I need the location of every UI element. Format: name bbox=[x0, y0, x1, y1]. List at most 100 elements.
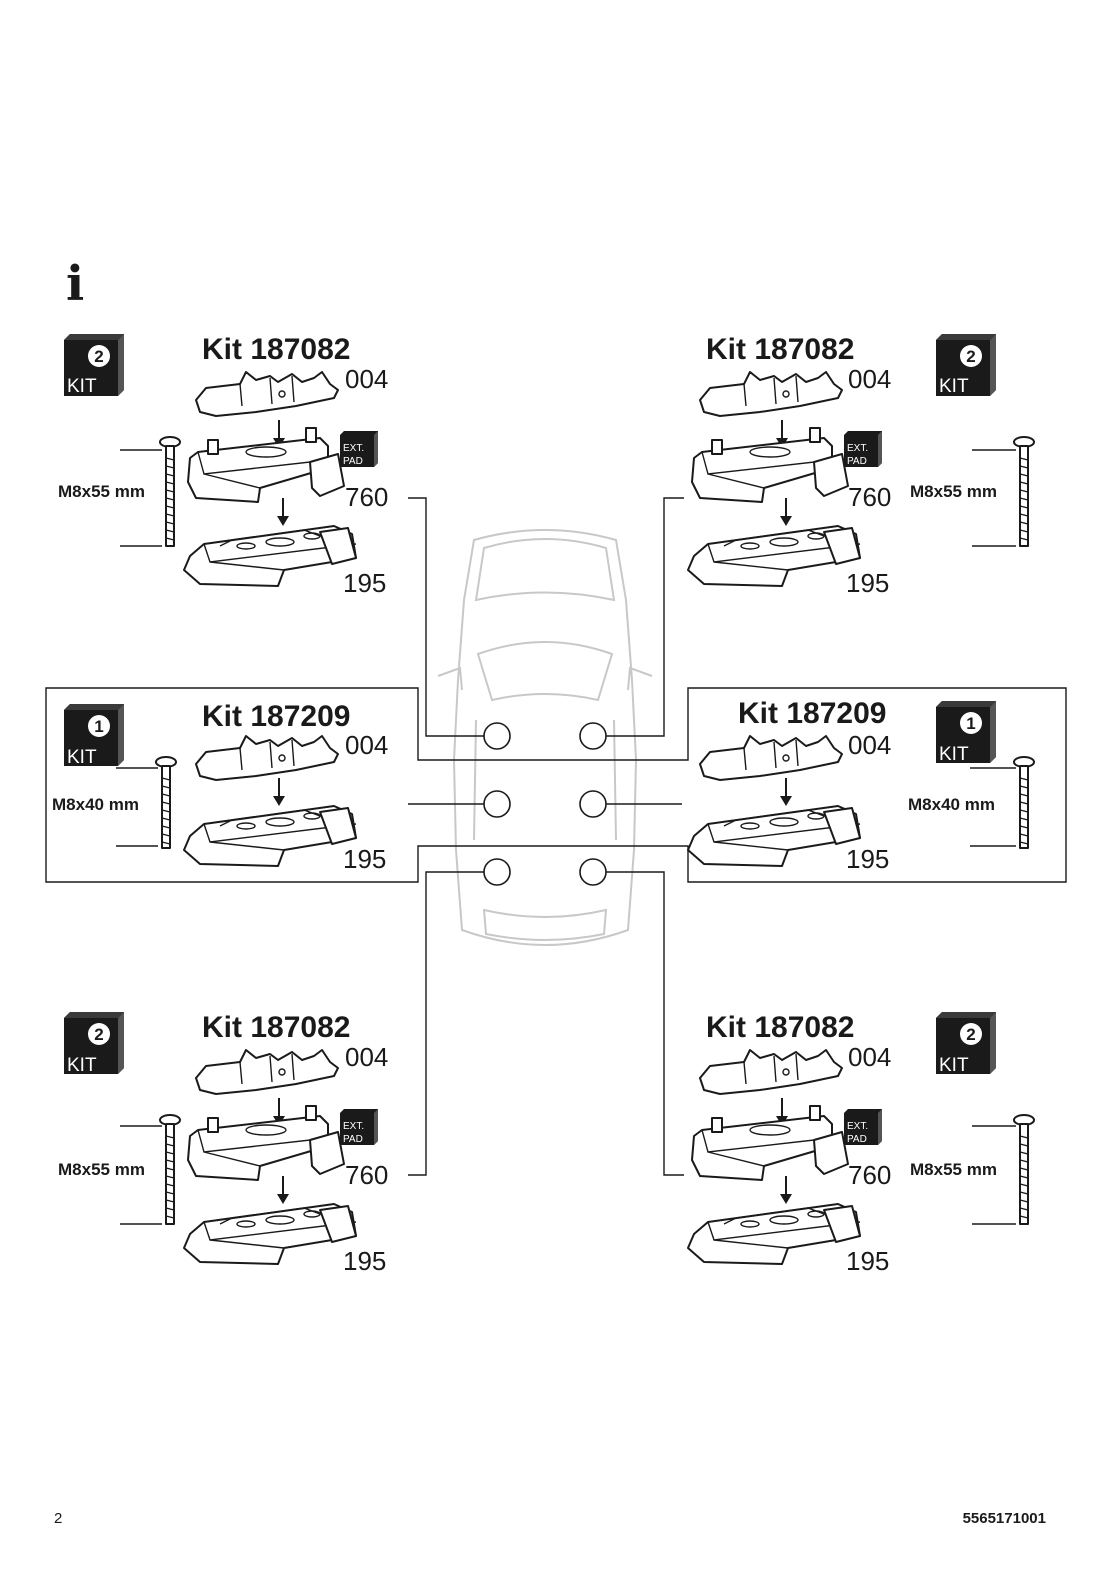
part-004 bbox=[195, 1049, 339, 1095]
part-195 bbox=[687, 1203, 861, 1265]
bolt-icon bbox=[1013, 1114, 1035, 1225]
part-004 bbox=[195, 371, 339, 417]
badge-word: KIT bbox=[939, 1055, 969, 1076]
part-number: 195 bbox=[343, 844, 386, 874]
pad-text-1: EXT. bbox=[847, 443, 868, 454]
kit-middle-left: 1 KIT Kit 187209 M8x40 mm 004 195 bbox=[52, 700, 388, 874]
part-760 bbox=[187, 427, 345, 503]
part-number: 004 bbox=[848, 1042, 891, 1072]
info-icon: i bbox=[66, 256, 84, 312]
part-195 bbox=[183, 525, 357, 587]
part-195 bbox=[183, 1203, 357, 1265]
part-004 bbox=[699, 371, 843, 417]
arrow-icon bbox=[272, 777, 286, 807]
marker-middle-left bbox=[483, 790, 511, 818]
part-number: 195 bbox=[846, 568, 889, 598]
part-004 bbox=[195, 735, 339, 781]
badge-number: 2 bbox=[94, 1025, 103, 1044]
kit-bottom-right: 2 KIT Kit 187082 M8x55 mm EXT. PAD 004 7… bbox=[687, 1011, 1035, 1276]
kit-title: Kit 187082 bbox=[706, 1011, 854, 1044]
bolt-label: M8x40 mm bbox=[52, 795, 139, 814]
part-number: 004 bbox=[345, 364, 388, 394]
bolt-label: M8x55 mm bbox=[58, 1160, 145, 1179]
part-number: 760 bbox=[345, 1160, 388, 1190]
ext-pad: EXT. PAD bbox=[340, 431, 378, 467]
bolt-label: M8x55 mm bbox=[58, 482, 145, 501]
part-number: 195 bbox=[343, 1246, 386, 1276]
bolt-label: M8x40 mm bbox=[908, 795, 995, 814]
position-markers bbox=[408, 497, 684, 1176]
kit-title: Kit 187082 bbox=[202, 1011, 350, 1044]
marker-front-left bbox=[483, 722, 511, 750]
part-number: 195 bbox=[343, 568, 386, 598]
arrow-icon bbox=[276, 1175, 290, 1205]
pad-text-1: EXT. bbox=[343, 443, 364, 454]
kit-badge: 2 KIT bbox=[936, 1012, 996, 1076]
pad-text-2: PAD bbox=[847, 456, 867, 467]
arrow-icon bbox=[779, 497, 793, 527]
part-760 bbox=[691, 427, 849, 503]
badge-number: 2 bbox=[94, 347, 103, 366]
pad-text-2: PAD bbox=[847, 1134, 867, 1145]
part-004 bbox=[699, 735, 843, 781]
part-number: 195 bbox=[846, 844, 889, 874]
kit-top-left: 2 KIT Kit 187082 M8x55 mm EXT. PAD 004 7… bbox=[58, 333, 388, 598]
document-number: 5565171001 bbox=[962, 1510, 1046, 1527]
arrow-icon bbox=[276, 497, 290, 527]
badge-word: KIT bbox=[939, 376, 969, 397]
bolt-label: M8x55 mm bbox=[910, 482, 997, 501]
part-195 bbox=[183, 805, 357, 867]
badge-word: KIT bbox=[67, 1055, 97, 1076]
pad-text-1: EXT. bbox=[847, 1121, 868, 1132]
part-760 bbox=[187, 1105, 345, 1181]
ext-pad: EXT. PAD bbox=[844, 431, 882, 467]
kit-badge: 1 KIT bbox=[936, 701, 996, 765]
badge-number: 1 bbox=[966, 714, 975, 733]
ext-pad: EXT. PAD bbox=[844, 1109, 882, 1145]
badge-number: 2 bbox=[966, 1025, 975, 1044]
part-760 bbox=[691, 1105, 849, 1181]
kit-title: Kit 187082 bbox=[706, 333, 854, 366]
kit-middle-right: 1 KIT Kit 187209 M8x40 mm 004 195 bbox=[687, 697, 1035, 874]
badge-number: 1 bbox=[94, 717, 103, 736]
arrow-icon bbox=[779, 777, 793, 807]
kit-title: Kit 187209 bbox=[738, 697, 886, 730]
marker-front-right bbox=[579, 722, 607, 750]
frame-middle-left bbox=[45, 687, 1067, 883]
kit-badge: 1 KIT bbox=[64, 704, 124, 768]
part-number: 760 bbox=[848, 1160, 891, 1190]
ext-pad: EXT. PAD bbox=[340, 1109, 378, 1145]
bolt-label: M8x55 mm bbox=[910, 1160, 997, 1179]
kit-badge: 2 KIT bbox=[936, 334, 996, 397]
kit-top-right: 2 KIT Kit 187082 M8x55 mm EXT. PAD 004 7… bbox=[687, 333, 1035, 598]
part-195 bbox=[687, 805, 861, 867]
part-number: 004 bbox=[345, 1042, 388, 1072]
badge-word: KIT bbox=[939, 744, 969, 765]
kit-badge: 2 KIT bbox=[64, 334, 124, 397]
part-number: 760 bbox=[848, 482, 891, 512]
pad-text-2: PAD bbox=[343, 456, 363, 467]
page-number: 2 bbox=[54, 1510, 63, 1527]
kit-title: Kit 187082 bbox=[202, 333, 350, 366]
badge-word: KIT bbox=[67, 376, 97, 397]
car-outline bbox=[437, 529, 653, 946]
marker-middle-right bbox=[579, 790, 607, 818]
bolt-icon bbox=[159, 1114, 181, 1225]
part-number: 760 bbox=[345, 482, 388, 512]
bolt-icon bbox=[1013, 756, 1035, 849]
part-number: 004 bbox=[848, 730, 891, 760]
bolt-icon bbox=[1013, 436, 1035, 547]
part-number: 004 bbox=[345, 730, 388, 760]
bolt-icon bbox=[155, 756, 177, 849]
bolt-icon bbox=[159, 436, 181, 547]
kit-title: Kit 187209 bbox=[202, 700, 350, 733]
kit-badge: 2 KIT bbox=[64, 1012, 124, 1076]
part-195 bbox=[687, 525, 861, 587]
marker-rear-left bbox=[483, 858, 511, 886]
badge-number: 2 bbox=[966, 347, 975, 366]
part-004 bbox=[699, 1049, 843, 1095]
kit-bottom-left: 2 KIT Kit 187082 M8x55 mm EXT. PAD 004 7… bbox=[58, 1011, 388, 1276]
marker-rear-right bbox=[579, 858, 607, 886]
badge-word: KIT bbox=[67, 747, 97, 768]
